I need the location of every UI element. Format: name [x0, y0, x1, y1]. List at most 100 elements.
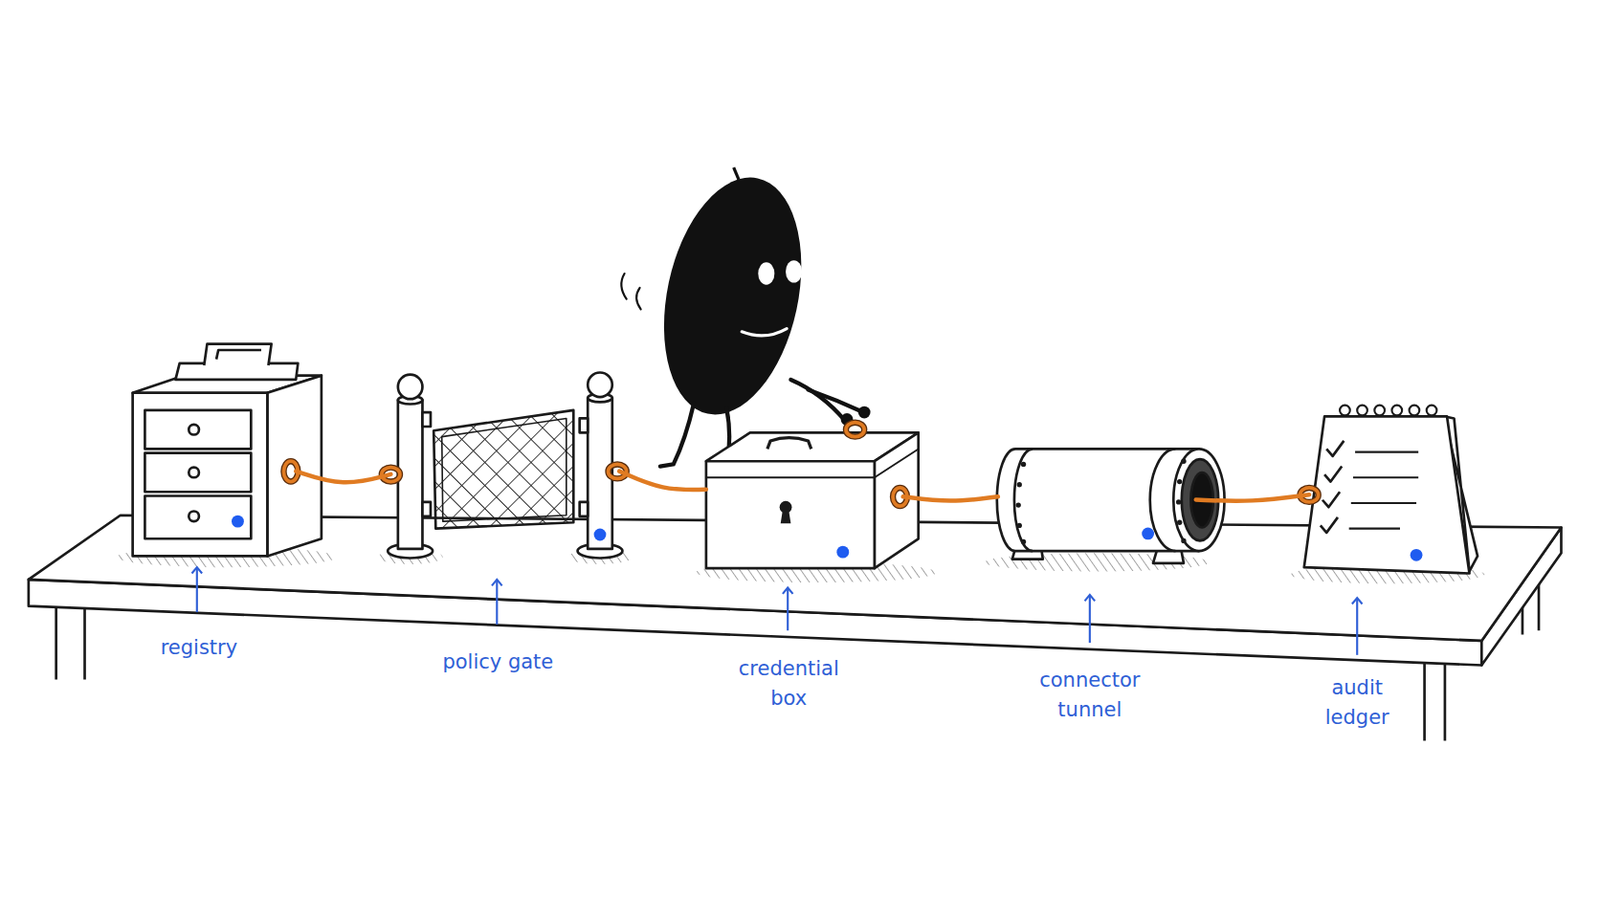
audit-ledger [1320, 441, 1345, 534]
connector-tunnel [1021, 462, 1026, 467]
registry-cabinet [175, 363, 298, 380]
registry-cabinet [144, 453, 251, 493]
leader-arrow [786, 589, 789, 632]
object-label: policy gate [411, 647, 585, 678]
object-label: connector tunnel [1018, 666, 1161, 726]
rope-ring [283, 461, 298, 482]
connector-tunnel [1014, 448, 1033, 552]
rope-connector [295, 471, 391, 484]
policy-gate [422, 412, 431, 427]
illustrated-object: credential box [706, 428, 904, 570]
rope-ring [608, 464, 627, 479]
audit-ledger [1339, 405, 1351, 417]
leader-arrow [1088, 596, 1091, 644]
registry-cabinet [144, 495, 251, 539]
illustrated-object: policy gate [390, 375, 620, 559]
registry-cabinet [203, 344, 271, 366]
credential-box [706, 432, 919, 569]
audit-ledger [1410, 549, 1423, 562]
connector-tunnel [1176, 499, 1181, 505]
rope-ring [283, 422, 1318, 507]
character-body [785, 260, 802, 283]
character-body [644, 164, 823, 428]
connector-tunnel [1190, 472, 1213, 529]
policy-gate [587, 372, 613, 398]
registry-cabinet [133, 393, 268, 557]
object-label: audit ledger [1311, 673, 1403, 734]
audit-ledger [1409, 405, 1421, 417]
connector-tunnel [1177, 479, 1182, 485]
connector-tunnel [1017, 523, 1023, 529]
rope-ring [1300, 488, 1319, 503]
connector-tunnel [1016, 459, 1187, 546]
character-arm [790, 379, 870, 426]
illustrated-object: connector tunnel [998, 448, 1197, 559]
policy-gate [594, 529, 607, 542]
connector-tunnel [1150, 448, 1177, 552]
leader-arrow [1355, 599, 1358, 656]
audit-ledger [1304, 416, 1470, 574]
rope-ring [892, 488, 908, 507]
character-body [757, 262, 775, 285]
leader-arrow [196, 568, 199, 613]
credential-box [767, 438, 812, 450]
character-body [621, 273, 641, 310]
audit-ledger [1391, 405, 1402, 417]
policy-gate [387, 372, 623, 558]
rope-connector [903, 496, 999, 501]
rope-ring [845, 422, 865, 438]
leader-arrow [495, 580, 498, 625]
character-body [741, 329, 787, 336]
connector-tunnel [997, 448, 1225, 563]
audit-ledger [1356, 405, 1368, 417]
policy-gate [422, 502, 431, 517]
rope-ring [608, 464, 627, 479]
illustrated-object: audit ledger [1309, 402, 1475, 577]
registry-cabinet [266, 376, 322, 557]
rope-ring [381, 467, 400, 483]
table [56, 604, 86, 681]
connector-tunnel [1180, 459, 1186, 465]
connector-tunnel [997, 448, 1200, 552]
character-arm [808, 390, 865, 413]
character-arm [858, 406, 871, 420]
connector-tunnel [1016, 502, 1022, 508]
connector-tunnel [1181, 459, 1219, 541]
audit-ledger [1339, 405, 1437, 417]
registry-cabinet [144, 410, 251, 450]
policy-gate [433, 410, 574, 530]
connector-tunnel [1173, 448, 1224, 552]
rope-ring [381, 467, 400, 483]
rope-ring [1300, 488, 1319, 503]
character-body [621, 164, 822, 467]
credential-box [780, 510, 792, 524]
rope-connector [619, 471, 707, 490]
connector-tunnel [1017, 482, 1023, 488]
connector-tunnel [1180, 538, 1186, 544]
policy-gate [442, 418, 567, 522]
rope-ring [845, 422, 865, 438]
audit-ledger [1374, 405, 1385, 417]
registry-cabinet [231, 515, 245, 529]
connector-tunnel [1177, 520, 1182, 526]
connector-tunnel [1021, 539, 1026, 545]
credential-box [836, 546, 849, 559]
character-body [660, 402, 694, 467]
object-label: credential box [727, 654, 850, 714]
policy-gate [579, 502, 589, 517]
character-body [733, 167, 739, 180]
policy-gate [579, 418, 589, 433]
audit-ledger [1349, 452, 1420, 530]
illustrated-object: registry [133, 341, 297, 556]
registry-cabinet [216, 350, 262, 360]
registry-cabinet [188, 511, 200, 522]
object-label: registry [111, 633, 286, 664]
registry-cabinet [188, 467, 200, 479]
registry-cabinet [133, 344, 322, 557]
policy-gate [398, 375, 423, 400]
rope-ring [892, 488, 908, 507]
rope-ring [283, 461, 298, 482]
